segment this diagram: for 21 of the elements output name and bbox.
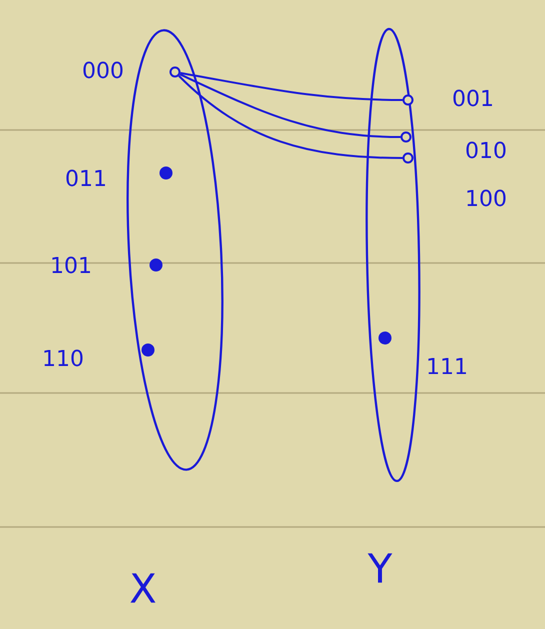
vertex-label: 111	[428, 358, 466, 374]
vertex-label: 100	[467, 190, 506, 206]
vertex-dot	[378, 332, 392, 344]
vertex-label: 110	[44, 350, 83, 366]
vertex-dot	[160, 166, 172, 180]
vertex-label: 000	[83, 62, 123, 78]
connecting-line	[180, 73, 401, 138]
set-label: X	[130, 573, 156, 603]
vertex-dot	[402, 152, 414, 164]
vertex-dot	[402, 94, 414, 106]
vertex-label: 001	[453, 90, 492, 106]
vertex-dot	[400, 132, 412, 142]
vertex-dot	[150, 258, 162, 272]
connecting-line	[180, 72, 402, 101]
vertex-label: 011	[66, 170, 105, 186]
vertex-label: 010	[466, 142, 506, 158]
connecting-line	[178, 75, 403, 159]
set-label: Y	[368, 553, 392, 583]
vertex-dot	[170, 66, 180, 78]
vertex-dot	[142, 344, 154, 356]
vertex-label: 101	[52, 256, 90, 274]
